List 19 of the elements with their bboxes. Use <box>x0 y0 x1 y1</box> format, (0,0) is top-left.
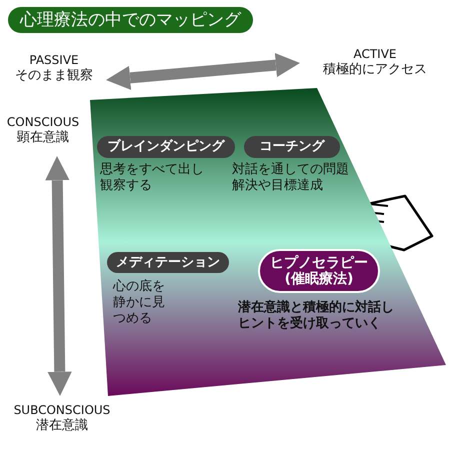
category-pill: ブレインダンピング <box>97 136 235 158</box>
axis-label: CONSCIOUS <box>6 114 80 130</box>
category-pill: コーチング <box>244 136 340 158</box>
description-text: 心の底を静かに見つめる <box>113 279 166 327</box>
axis-label: ACTIVE <box>352 46 398 62</box>
description-text: 潜在意識と積極的に対話しヒントを受け取っていく <box>238 300 395 332</box>
category-pill: メディテーション <box>107 252 229 273</box>
description-text: 対話を通しての問題解決や目標達成 <box>232 162 350 194</box>
double-arrow <box>106 53 300 90</box>
axis-label: そのまま観察 <box>14 68 94 84</box>
axis-label: SUBCONSCIOUS <box>12 402 112 418</box>
axis-label: 潜在意識 <box>35 418 89 434</box>
axis-label: 顕在意識 <box>16 130 70 146</box>
title-banner: 心理療法の中でのマッピング <box>8 7 253 33</box>
axis-label: PASSIVE <box>28 52 80 68</box>
category-pill: ヒプノセラピー (催眠療法) <box>258 249 380 293</box>
description-text: 思考をすべて出し観察する <box>100 162 205 194</box>
double-arrow <box>45 156 72 396</box>
axis-label: 積極的にアクセス <box>322 62 428 78</box>
